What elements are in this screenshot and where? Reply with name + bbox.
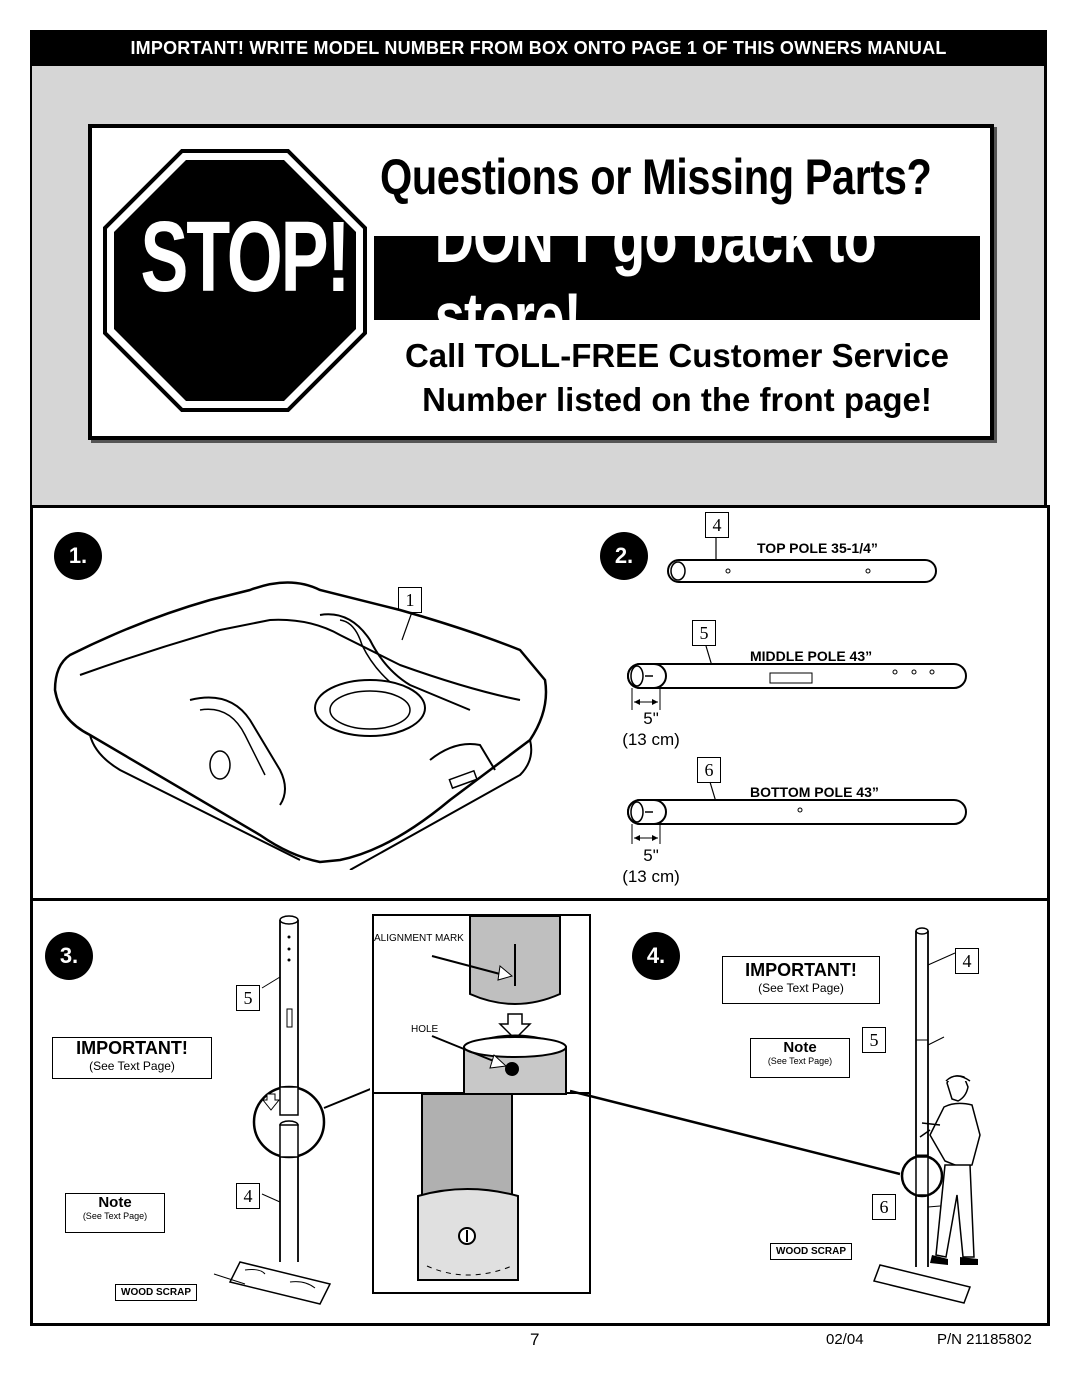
step4-important-box: IMPORTANT! (See Text Page) bbox=[722, 956, 880, 1004]
step4-important-title: IMPORTANT! bbox=[745, 960, 857, 980]
step3-note-sub: (See Text Page) bbox=[82, 1211, 148, 1221]
step4-important-sub: (See Text Page) bbox=[758, 981, 844, 995]
step3-note-box: Note (See Text Page) bbox=[65, 1193, 165, 1233]
bottom-pole-cm: (13 cm) bbox=[622, 867, 680, 886]
hole-label: HOLE bbox=[411, 1024, 439, 1035]
part-6-label: 6 bbox=[697, 757, 721, 783]
part-5-label-step3: 5 bbox=[236, 985, 260, 1011]
part-5-label-step4: 5 bbox=[862, 1027, 886, 1053]
header-banner: IMPORTANT! WRITE MODEL NUMBER FROM BOX O… bbox=[30, 30, 1047, 66]
steps-3-4-panel bbox=[30, 898, 1050, 1326]
step3-important-box: IMPORTANT! (See Text Page) bbox=[52, 1037, 212, 1079]
bottom-pole-inch: 5" bbox=[643, 846, 659, 865]
step4-note-sub: (See Text Page) bbox=[767, 1056, 833, 1066]
step3-important-sub: (See Text Page) bbox=[89, 1059, 175, 1073]
part-1-label: 1 bbox=[398, 587, 422, 613]
step-4-number: 4. bbox=[632, 932, 680, 980]
middle-pole-inch: 5" bbox=[643, 709, 659, 728]
dont-go-back-banner: DON'T go back to store! bbox=[374, 201, 980, 355]
step4-pole-and-person-illustration bbox=[873, 927, 981, 1304]
step4-wood-scrap-label: WOOD SCRAP bbox=[770, 1243, 852, 1260]
call-line-2: Number listed on the front page! bbox=[422, 381, 932, 418]
part-6-label-step4: 6 bbox=[872, 1194, 896, 1220]
part-4-label-step4: 4 bbox=[955, 948, 979, 974]
step-2-number: 2. bbox=[600, 532, 648, 580]
step3-pole-illustration bbox=[213, 915, 370, 1305]
top-pole-label: TOP POLE 35-1/4” bbox=[757, 540, 878, 556]
bottom-pole-label: BOTTOM POLE 43” bbox=[750, 784, 879, 800]
alignment-closeup-illustration bbox=[417, 915, 567, 1281]
bottom-pole-illustration bbox=[627, 781, 967, 844]
middle-pole-label: MIDDLE POLE 43” bbox=[750, 648, 873, 664]
call-line-1: Call TOLL-FREE Customer Service bbox=[404, 337, 950, 374]
middle-pole-cm: (13 cm) bbox=[622, 730, 680, 749]
detail-leader-line bbox=[570, 1089, 901, 1176]
step3-note-title: Note bbox=[98, 1194, 132, 1211]
page-number: 7 bbox=[530, 1330, 540, 1349]
footer-date: 02/04 bbox=[826, 1331, 864, 1348]
dont-go-back-text: DON'T go back to store! bbox=[434, 201, 877, 355]
alignment-mark-label: ALIGNMENT MARK bbox=[374, 933, 464, 944]
middle-pole-illustration bbox=[627, 645, 967, 710]
step3-wood-scrap-label: WOOD SCRAP bbox=[115, 1284, 197, 1301]
step-3-number: 3. bbox=[45, 932, 93, 980]
footer-part-number: P/N 21185802 bbox=[937, 1331, 1032, 1348]
step4-note-box: Note (See Text Page) bbox=[750, 1038, 850, 1078]
step3-important-title: IMPORTANT! bbox=[76, 1038, 188, 1058]
base-illustration bbox=[53, 581, 548, 870]
step-1-number: 1. bbox=[54, 532, 102, 580]
part-5-label: 5 bbox=[692, 620, 716, 646]
step4-note-title: Note bbox=[783, 1039, 817, 1056]
questions-heading: Questions or Missing Parts? bbox=[380, 149, 932, 205]
stop-sign-icon bbox=[103, 149, 367, 412]
part-4-label: 4 bbox=[705, 512, 729, 538]
part-4-label-step3: 4 bbox=[236, 1183, 260, 1209]
call-toll-free-text: Call TOLL-FREE Customer Service Number l… bbox=[374, 334, 980, 422]
top-pole-illustration bbox=[667, 538, 937, 583]
stop-sign-text: STOP! bbox=[139, 200, 351, 315]
